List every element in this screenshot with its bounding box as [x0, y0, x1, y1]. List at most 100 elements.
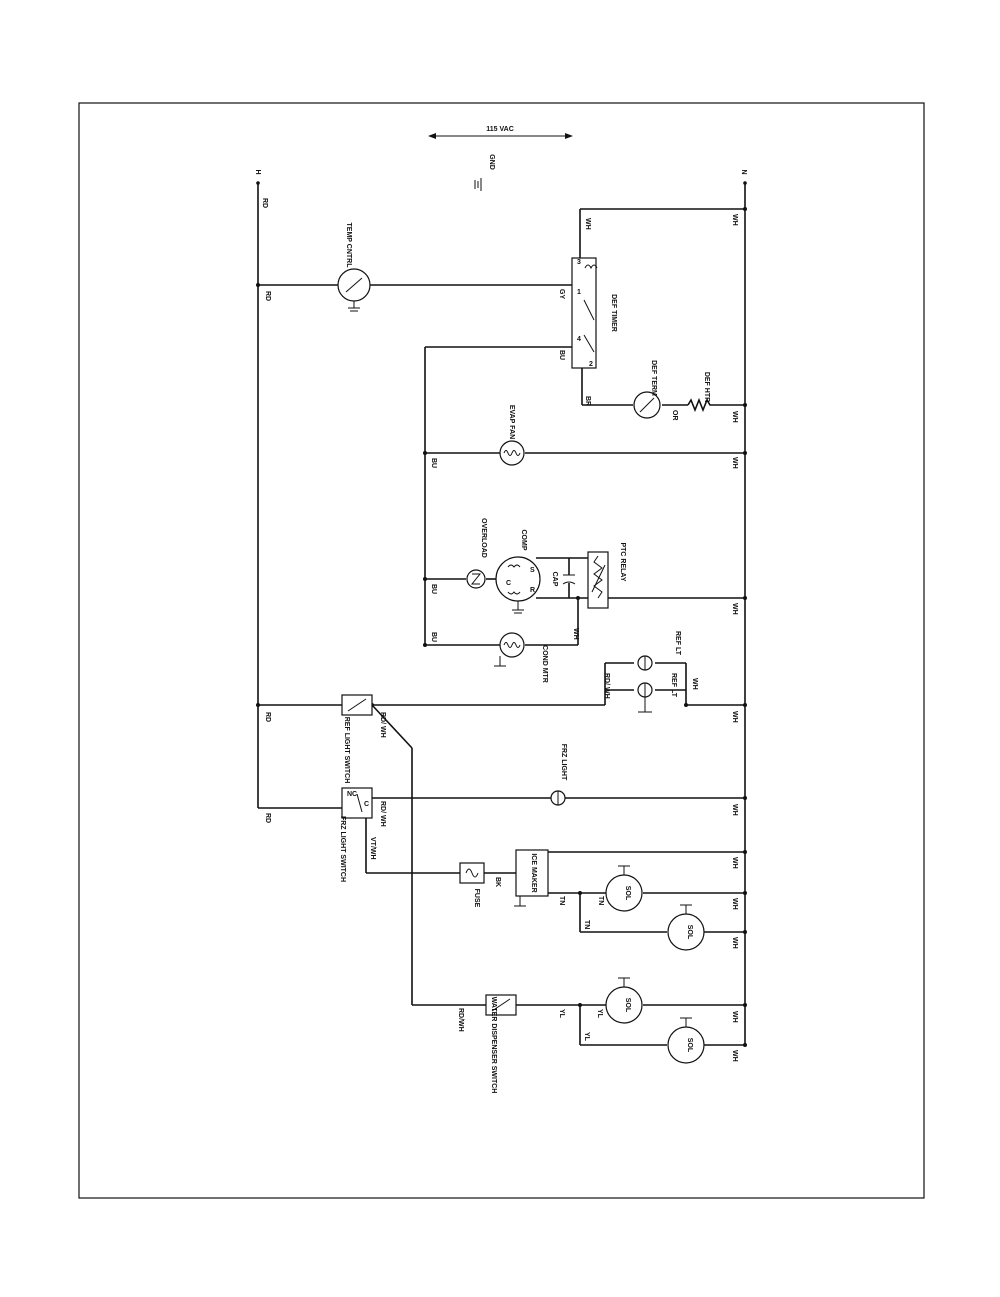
wire-label: WH: [731, 804, 738, 816]
wire-label: WH: [584, 218, 591, 230]
ref-light-1: [637, 655, 653, 671]
fuse: [459, 862, 485, 884]
wire-label: YL: [583, 1032, 590, 1042]
ice-maker: [514, 849, 549, 907]
defrost-term-label: DEF TERM: [650, 360, 657, 396]
wire-label: BU: [430, 632, 437, 642]
frz-light: [550, 790, 566, 806]
wire-label: BU: [558, 350, 565, 360]
water-sol-2: [667, 1017, 705, 1064]
timer-terminal-1: 1: [577, 289, 581, 296]
neutral-label: N: [740, 169, 747, 174]
ice-sol-1: [605, 865, 643, 912]
wire-label: WH: [731, 937, 738, 949]
wire-label: YL: [558, 1009, 565, 1019]
timer-terminal-3: 3: [577, 259, 581, 266]
circuit-wires: [258, 208, 745, 1046]
wire-label: VT/WH: [369, 837, 376, 860]
defrost-heater-label: DEF HTR: [703, 372, 710, 402]
timer-terminal-4: 4: [577, 336, 581, 343]
ice-sol-2: [667, 904, 705, 951]
frz-light-switch: [341, 787, 373, 819]
overload-label: OVERLOAD: [480, 518, 487, 558]
wire-label: TN: [597, 896, 604, 905]
wire-label: RD: [264, 712, 271, 722]
wire-label: RD/ WH: [379, 712, 386, 738]
wire-label: WH: [731, 857, 738, 869]
wire-label: TN: [583, 920, 590, 929]
water-sol-2-label: SOL: [686, 1038, 693, 1053]
cond-motor-label: COND MTR: [541, 645, 548, 683]
defrost-thermostat: [633, 391, 661, 419]
wire-label: BK: [494, 877, 501, 887]
switch-c-label: C: [364, 801, 369, 808]
fuse-label: FUSE: [473, 889, 480, 908]
wire-label: RD/ WH: [379, 801, 386, 827]
wire-label: RD: [264, 291, 271, 301]
wire-label: TN: [558, 896, 565, 905]
ref-light-2-label: REF LT: [670, 673, 677, 698]
ground-label: GND: [488, 154, 495, 170]
defrost-heater: [687, 397, 712, 413]
water-switch-label: WATER DISPENSER SWITCH: [490, 997, 497, 1094]
wire-label: OR: [671, 410, 678, 421]
evap-fan: [499, 440, 525, 466]
wire-label: BU: [430, 584, 437, 594]
compressor: [495, 556, 541, 614]
wire-label: BR: [584, 396, 591, 406]
wire-label: WH: [731, 898, 738, 910]
compressor-label: COMP: [520, 530, 527, 551]
wire-label: RD/ WH: [603, 673, 610, 699]
wire-label: RD: [261, 198, 268, 208]
wire-label: WH: [691, 678, 698, 690]
ice-sol-1-label: SOL: [624, 886, 631, 901]
ice-sol-2-label: SOL: [686, 925, 693, 940]
comp-terminal-c: C: [506, 580, 511, 587]
frz-light-label: FRZ LIGHT: [560, 744, 567, 781]
switch-nc-label: NC: [347, 791, 357, 798]
wire-label: BU: [430, 458, 437, 468]
ground-icon: GND: [474, 154, 495, 191]
wire-label: YL: [596, 1009, 603, 1019]
ref-light-1-label: REF LT: [674, 631, 681, 656]
water-sol-1-label: SOL: [624, 998, 631, 1013]
capacitor: [562, 574, 576, 585]
ref-light-2: [637, 682, 653, 713]
wire-label: WH: [731, 1050, 738, 1062]
evap-fan-label: EVAP FAN: [508, 405, 515, 439]
ptc-relay-label: PTC RELAY: [619, 542, 626, 581]
temp-control: [337, 268, 371, 312]
ref-light-switch-label: REF LIGHT SWITCH: [343, 717, 350, 784]
timer-terminal-2: 2: [589, 361, 593, 368]
cond-motor: [494, 632, 525, 667]
temp-control-label: TEMP CNTRL: [345, 223, 352, 269]
wire-label: WH: [731, 214, 738, 226]
wire-label: RD: [264, 813, 271, 823]
comp-terminal-r: R: [530, 587, 535, 594]
ref-light-switch: [341, 694, 373, 716]
water-dispenser-switch: [485, 994, 517, 1016]
voltage-indicator: 115 VAC: [428, 126, 573, 139]
wire-label: WH: [731, 1011, 738, 1023]
wire-label: WH: [731, 711, 738, 723]
ice-maker-label: ICE MAKER: [530, 853, 537, 892]
defrost-timer: [571, 257, 598, 369]
capacitor-label: CAP: [551, 572, 558, 587]
hot-label: H: [254, 169, 261, 174]
water-sol-1: [605, 977, 643, 1024]
wire-label: GY: [558, 289, 565, 299]
wire-label: WH: [731, 411, 738, 423]
wire-label: WH: [731, 457, 738, 469]
comp-terminal-s: S: [530, 567, 535, 574]
wire-label: RD/WH: [457, 1008, 464, 1032]
overload: [466, 569, 486, 589]
supply-rails: [256, 181, 747, 1045]
wire-label: WH: [572, 628, 579, 640]
defrost-timer-label: DEF TIMER: [610, 294, 617, 332]
voltage-label: 115 VAC: [486, 126, 514, 133]
ptc-relay: [587, 551, 609, 609]
page-frame: [78, 102, 925, 1199]
frz-light-switch-label: FRZ LIGHT SWITCH: [339, 816, 346, 882]
wire-label: WH: [731, 603, 738, 615]
